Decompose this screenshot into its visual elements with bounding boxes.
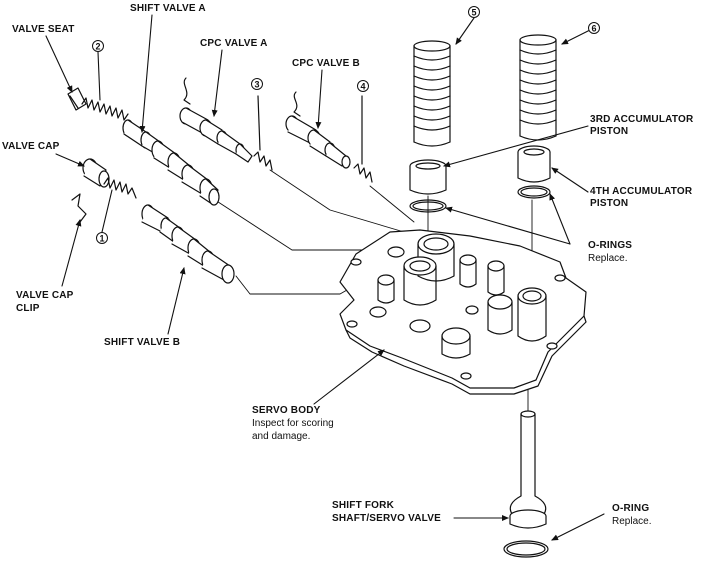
leader-lines: [45, 14, 605, 541]
shift-fork-label-1: SHIFT FORK: [332, 500, 394, 511]
callout-4: 4: [360, 82, 365, 92]
callout-5: 5: [471, 8, 476, 18]
o-rings-note: Replace.: [588, 253, 628, 264]
spring-2-part: [81, 97, 129, 121]
3rd-accumulator-label-2: PISTON: [590, 126, 629, 137]
shift-fork-label-2: SHAFT/SERVO VALVE: [332, 513, 441, 524]
cpc-valve-a-part: [179, 77, 253, 163]
o-ring-servo-part: [503, 540, 549, 558]
accumulator-spring-5-part: [413, 40, 451, 147]
valve-cap-clip-part: [71, 193, 87, 223]
servo-body-note-1: Inspect for scoring: [252, 418, 334, 429]
servo-body-label: SERVO BODY: [252, 405, 321, 416]
valve-cap-label: VALVE CAP: [2, 141, 60, 152]
cpc-valve-b-label: CPC VALVE B: [292, 58, 360, 69]
4th-accumulator-piston-part: [517, 145, 551, 183]
callout-6: 6: [591, 24, 596, 34]
valve-cap-clip-label-1: VALVE CAP: [16, 290, 74, 301]
3rd-accumulator-piston-part: [409, 159, 447, 195]
callout-1: 1: [99, 234, 104, 244]
servo-body-part: [339, 229, 587, 395]
o-ring-note: Replace.: [612, 516, 652, 527]
o-ring-3rd-part: [409, 199, 447, 213]
valve-cap-part: [82, 158, 110, 188]
3rd-accumulator-label-1: 3RD ACCUMULATOR: [590, 114, 694, 125]
shift-valve-a-part: [122, 119, 220, 206]
shift-valve-a-label: SHIFT VALVE A: [130, 3, 206, 14]
callout-3: 3: [254, 80, 259, 90]
shift-fork-shaft-part: [509, 410, 547, 529]
accumulator-spring-6-part: [519, 34, 557, 141]
o-ring-4th-part: [517, 185, 551, 199]
callout-2: 2: [95, 42, 100, 52]
cpc-valve-b-part: [285, 91, 351, 169]
callout-circles: [92, 6, 600, 244]
valve-cap-clip-label-2: CLIP: [16, 303, 40, 314]
spring-1-part: [103, 177, 137, 199]
servo-body-note-2: and damage.: [252, 431, 311, 442]
spring-4-part: [353, 95, 373, 183]
callout-numbers: 1 2 3 4 5 6: [95, 8, 596, 244]
o-ring-label: O-RING: [612, 503, 650, 514]
valve-seat-label: VALVE SEAT: [12, 24, 75, 35]
shift-valve-b-label: SHIFT VALVE B: [104, 337, 181, 348]
shift-valve-b-part: [141, 204, 235, 284]
spring-3-part: [253, 95, 273, 171]
valve-seat-part: [67, 87, 87, 111]
cpc-valve-a-label: CPC VALVE A: [200, 38, 268, 49]
4th-accumulator-label-1: 4TH ACCUMULATOR: [590, 186, 693, 197]
4th-accumulator-label-2: PISTON: [590, 198, 629, 209]
o-rings-label: O-RINGS: [588, 240, 633, 251]
